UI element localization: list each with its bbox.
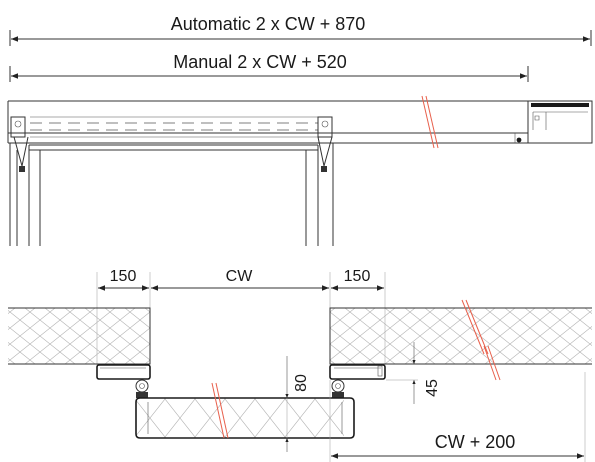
break-mark xyxy=(421,95,435,149)
sliding-door-leaf xyxy=(135,382,355,439)
door-leaf-frame xyxy=(9,143,334,246)
left-bracket xyxy=(10,116,29,172)
right-wall xyxy=(329,299,592,381)
depth-45-label: 45 xyxy=(424,379,441,397)
right-offset-label: 150 xyxy=(344,268,371,285)
right-bracket xyxy=(317,116,333,172)
left-track-profile xyxy=(96,364,151,380)
track-elevation xyxy=(7,95,593,246)
left-offset-label: 150 xyxy=(110,268,137,285)
automatic-dimension-label: Automatic 2 x CW + 870 xyxy=(171,14,366,34)
left-wall xyxy=(8,307,151,365)
drive-housing xyxy=(527,100,593,144)
automatic-dimension: Automatic 2 x CW + 870 xyxy=(9,14,592,46)
right-track-profile xyxy=(329,364,386,380)
right-roller xyxy=(331,379,345,398)
depth-45-dimension: 45 xyxy=(386,342,441,404)
manual-dimension: Manual 2 x CW + 520 xyxy=(9,52,529,82)
bottom-dimension: CW + 200 xyxy=(329,372,586,462)
depth-80-label: 80 xyxy=(293,374,310,392)
depth-80-dimension: 80 xyxy=(285,356,310,452)
bottom-dimension-label: CW + 200 xyxy=(435,432,516,452)
break-mark xyxy=(211,382,225,439)
plan-top-dimensions: 150 CW 150 xyxy=(96,268,386,365)
left-roller xyxy=(135,379,149,398)
opening-width-label: CW xyxy=(226,268,254,285)
manual-dimension-label: Manual 2 x CW + 520 xyxy=(173,52,347,72)
break-mark xyxy=(461,299,485,355)
